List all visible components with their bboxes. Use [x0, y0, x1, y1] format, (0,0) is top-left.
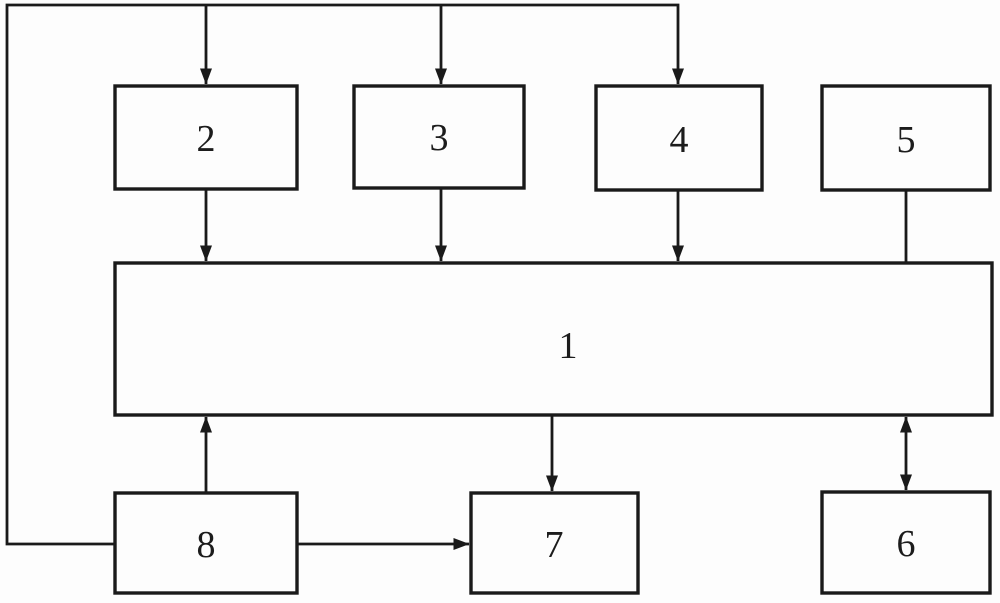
block-5-label: 5 [897, 119, 916, 161]
block-7: 7 [469, 491, 640, 595]
block-5: 5 [820, 84, 992, 192]
block-3-box [352, 84, 526, 190]
block-6: 6 [820, 490, 992, 595]
block-1-box [113, 261, 994, 417]
block-6-box [820, 490, 992, 595]
block-4: 4 [594, 84, 764, 192]
block-1-label: 1 [559, 325, 578, 367]
block-1: 1 [113, 261, 994, 417]
block-3-label: 3 [430, 117, 449, 159]
block-8-label: 8 [197, 524, 216, 566]
block-4-label: 4 [670, 119, 689, 161]
block-2-box [113, 84, 299, 191]
block-8-box [113, 491, 299, 595]
block-5-box [820, 84, 992, 192]
block-7-box [469, 491, 640, 595]
block-7-label: 7 [545, 524, 564, 566]
block-3: 3 [352, 84, 526, 190]
block-group: 2 3 4 5 1 8 7 [113, 84, 994, 595]
block-4-box [594, 84, 764, 192]
connector-loop-8-to-4 [5, 3, 684, 546]
block-2: 2 [113, 84, 299, 191]
block-2-label: 2 [197, 118, 216, 160]
connector-group [5, 3, 912, 550]
block-6-label: 6 [897, 523, 916, 565]
block-8: 8 [113, 491, 299, 595]
